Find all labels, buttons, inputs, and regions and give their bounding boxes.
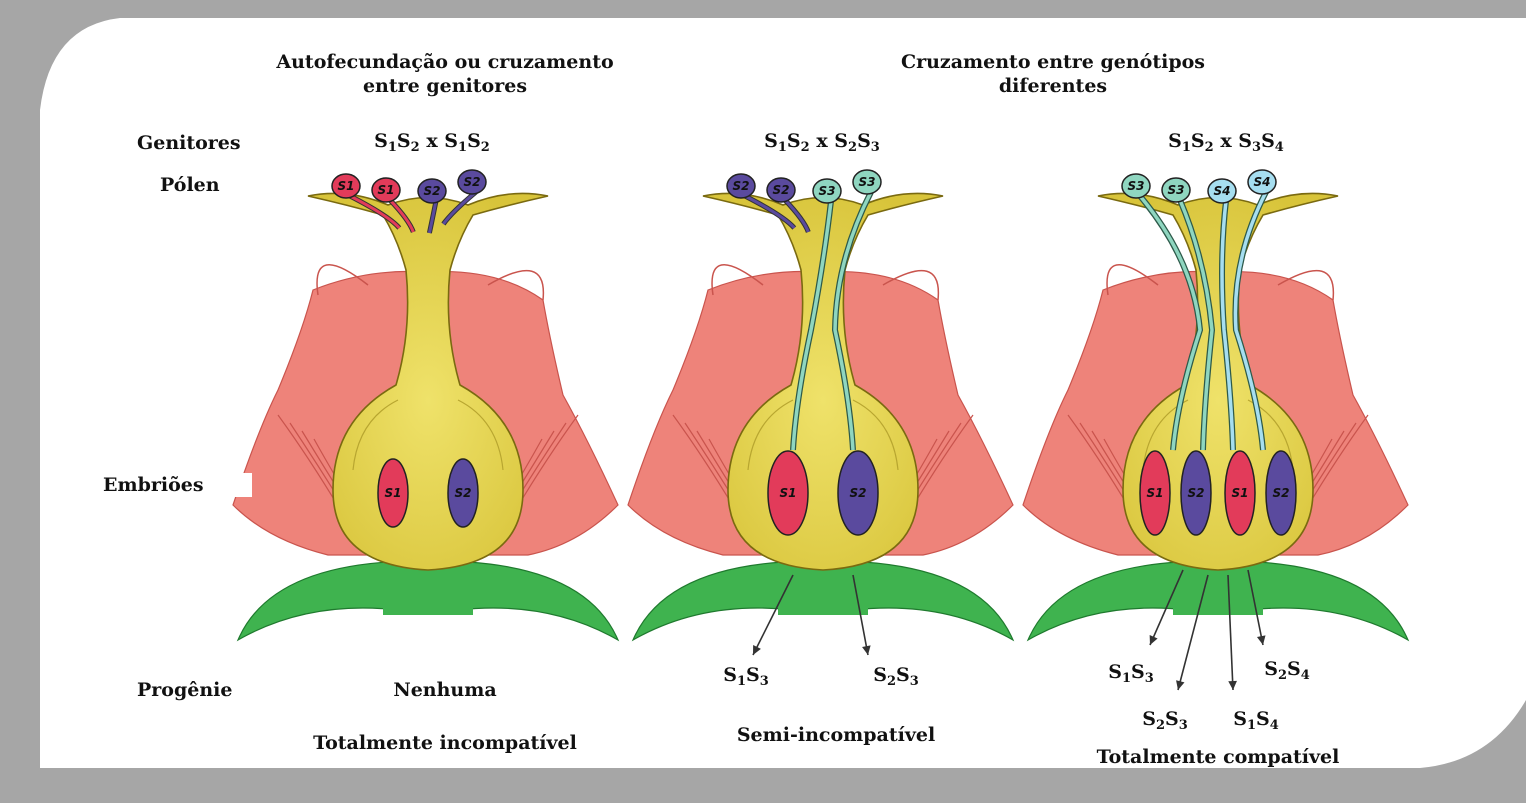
- arrow-head: [862, 645, 871, 655]
- header-left-line1: Autofecundação ou cruzamento: [276, 50, 613, 74]
- header-left: Autofecundação ou cruzamento entre genit…: [276, 50, 613, 98]
- pollen-label: S3: [1168, 183, 1185, 197]
- pollen-label: S3: [1128, 179, 1145, 193]
- embryo-label: S1: [780, 486, 797, 500]
- pollen-label: S2: [464, 175, 481, 189]
- embryo-label: S2: [1188, 486, 1205, 500]
- result-label-3: Totalmente compatível: [1097, 745, 1340, 769]
- progeny-genotype: S2S4: [1264, 658, 1310, 683]
- leaf-left: [238, 562, 398, 640]
- cross-genotype-1: S1S2 x S1S2: [374, 130, 490, 155]
- header-left-line2: entre genitores: [276, 74, 613, 98]
- embryo-label: S1: [385, 486, 402, 500]
- pollen-label: S3: [819, 184, 836, 198]
- header-right-line2: diferentes: [901, 74, 1205, 98]
- cross-genotype-2: S1S2 x S2S3: [764, 130, 880, 155]
- row-label-embrioes: Embriões: [103, 473, 252, 497]
- pollen-label: S2: [773, 183, 790, 197]
- header-right-line1: Cruzamento entre genótipos: [901, 50, 1205, 74]
- progeny-genotype: S2S3: [873, 664, 919, 689]
- row-label-polen: Pólen: [160, 173, 220, 197]
- leaf-right: [853, 562, 1013, 640]
- arrow-head: [1228, 681, 1237, 690]
- embryo-label: S2: [1273, 486, 1290, 500]
- progeny-genotype: S1S4: [1233, 708, 1279, 733]
- pollen-label: S1: [338, 179, 355, 193]
- result-label-2: Semi-incompatível: [737, 723, 935, 747]
- row-label-progenie: Progênie: [137, 678, 232, 702]
- progeny-genotype: S2S3: [1142, 708, 1188, 733]
- pollen-label: S4: [1254, 175, 1271, 189]
- leaf-left: [633, 562, 793, 640]
- leaf-right: [1248, 562, 1408, 640]
- pollen-label: S4: [1214, 184, 1231, 198]
- pollen-label: S1: [378, 183, 395, 197]
- embryo-label: S1: [1232, 486, 1249, 500]
- progeny-genotype: S1S3: [1108, 661, 1154, 686]
- embryo-label: S2: [455, 486, 472, 500]
- pollen-label: S3: [859, 175, 876, 189]
- progeny-genotype: S1S3: [723, 664, 769, 689]
- header-right: Cruzamento entre genótipos diferentes: [901, 50, 1205, 98]
- pollen-label: S2: [424, 184, 441, 198]
- cross-genotype-3: S1S2 x S3S4: [1168, 130, 1284, 155]
- row-label-genitores: Genitores: [137, 131, 241, 155]
- arrow-head: [1257, 635, 1266, 645]
- pollen-label: S2: [733, 179, 750, 193]
- embryo-label: S2: [850, 486, 867, 500]
- arrow-head: [1176, 680, 1184, 690]
- result-label-1: Totalmente incompatível: [313, 731, 577, 755]
- leaf-left: [1028, 562, 1188, 640]
- embryo-label: S1: [1147, 486, 1164, 500]
- leaf-right: [458, 562, 618, 640]
- progeny-none: Nenhuma: [393, 678, 496, 702]
